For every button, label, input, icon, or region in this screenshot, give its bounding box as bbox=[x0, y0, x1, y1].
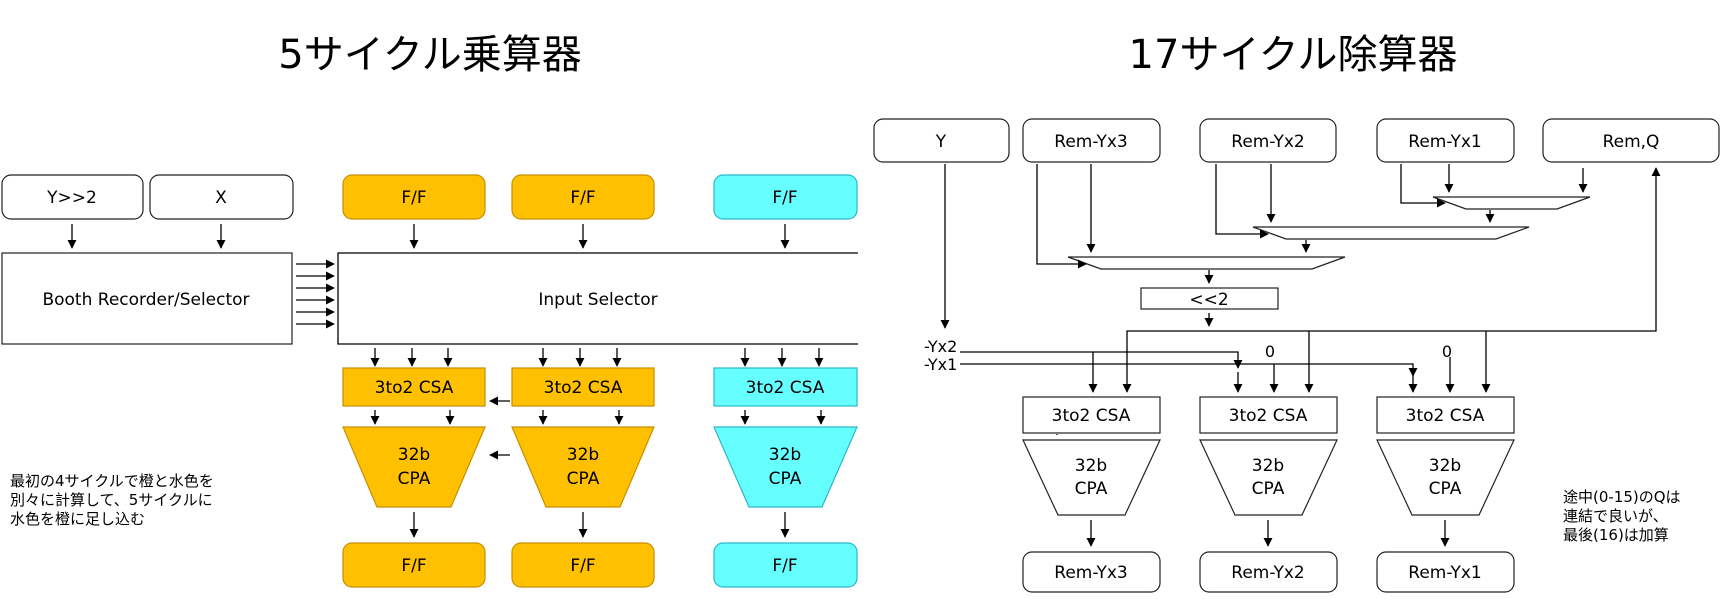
div-cpa-3-line1: 32b bbox=[1429, 456, 1461, 476]
ff-bottom-orange-2 bbox=[511, 542, 655, 588]
div-input-box-rem-q bbox=[1542, 118, 1720, 163]
ff-top-cyan bbox=[713, 174, 858, 220]
zero-label-1: 0 bbox=[1265, 342, 1275, 361]
input-box-y-shift bbox=[1, 174, 144, 220]
multiplier-note-line1: 最初の4サイクルで橙と水色を bbox=[10, 472, 214, 490]
ff-top-orange-1 bbox=[342, 174, 486, 220]
div-top-wiring bbox=[1036, 164, 1588, 284]
tap-label-yx1: -Yx1 bbox=[924, 355, 957, 374]
div-input-label-rem-yx2: Rem-Yx2 bbox=[1231, 132, 1304, 152]
shift-left-2-box bbox=[1140, 287, 1279, 310]
cpa-orange-2-line1: 32b bbox=[567, 445, 599, 465]
booth-to-selector-arrows bbox=[296, 259, 335, 329]
mux-stage1 bbox=[1067, 256, 1346, 270]
div-cpa-3 bbox=[1376, 439, 1515, 516]
divider-note-line1: 途中(0-15)のQは bbox=[1563, 488, 1681, 506]
mux-stage2 bbox=[1252, 226, 1530, 240]
mux-stage3 bbox=[1432, 196, 1591, 210]
div-csa-2 bbox=[1199, 396, 1338, 434]
cpa-cyan-line1: 32b bbox=[769, 445, 801, 465]
cpa-cyan-line2: CPA bbox=[769, 469, 802, 489]
div-cpa-3-line2: CPA bbox=[1429, 479, 1462, 499]
cpa-cyan bbox=[713, 426, 858, 508]
multiplier-note-line3: 水色を橙に足し込む bbox=[10, 510, 145, 528]
cpa-orange-2 bbox=[511, 426, 655, 508]
input-label-y-shift: Y>>2 bbox=[46, 188, 97, 208]
div-cpa-2-line1: 32b bbox=[1252, 456, 1284, 476]
ff-bottom-cyan bbox=[713, 542, 858, 588]
cpa-orange-1 bbox=[342, 426, 486, 508]
divider-section: 17サイクル除算器 Y Rem-Yx3 Rem-Yx2 Rem-Yx1 Rem,… bbox=[873, 32, 1720, 593]
div-input-label-rem-yx1: Rem-Yx1 bbox=[1408, 132, 1481, 152]
ff-top-cyan-label: F/F bbox=[772, 188, 797, 208]
div-input-box-y bbox=[873, 118, 1010, 163]
ff-top-orange-1-label: F/F bbox=[401, 188, 426, 208]
cpa-orange-1-line1: 32b bbox=[398, 445, 430, 465]
multiplier-note-line2: 別々に計算して、5サイクルに bbox=[10, 491, 213, 509]
booth-recorder-label: Booth Recorder/Selector bbox=[42, 290, 249, 310]
booth-recorder-box bbox=[1, 252, 293, 345]
ff-top-orange-2 bbox=[511, 174, 655, 220]
zero-label-2: 0 bbox=[1442, 342, 1452, 361]
cpa-orange-2-line2: CPA bbox=[567, 469, 600, 489]
div-output-label-rem-yx2: Rem-Yx2 bbox=[1231, 563, 1304, 583]
selector-to-csa-arrows bbox=[370, 348, 824, 367]
shift-left-2-label: <<2 bbox=[1189, 290, 1228, 310]
div-cpa-1 bbox=[1022, 439, 1161, 516]
ff-bottom-orange-1 bbox=[342, 542, 486, 588]
input-selector-box bbox=[337, 252, 858, 345]
ff-bottom-cyan-label: F/F bbox=[772, 556, 797, 576]
div-input-box-rem-yx3 bbox=[1022, 118, 1161, 163]
div-cpa-1-line2: CPA bbox=[1075, 479, 1108, 499]
input-label-x: X bbox=[215, 188, 227, 208]
div-bus-wiring bbox=[940, 164, 1661, 393]
divider-title: 17サイクル除算器 bbox=[1129, 32, 1458, 78]
ff-top-orange-2-label: F/F bbox=[570, 188, 595, 208]
tap-label-yx2: -Yx2 bbox=[924, 337, 957, 356]
div-csa-2-label: 3to2 CSA bbox=[1229, 406, 1308, 426]
csa-cyan bbox=[713, 367, 858, 407]
div-cpa-2-line2: CPA bbox=[1252, 479, 1285, 499]
div-output-label-rem-yx3: Rem-Yx3 bbox=[1054, 563, 1127, 583]
multiplier-title: 5サイクル乗算器 bbox=[278, 32, 581, 78]
div-output-box-rem-yx2 bbox=[1199, 551, 1338, 593]
csa-to-cpa-arrows bbox=[370, 410, 826, 425]
csa-cyan-label: 3to2 CSA bbox=[746, 378, 825, 398]
div-output-box-rem-yx1 bbox=[1376, 551, 1515, 593]
div-output-label-rem-yx1: Rem-Yx1 bbox=[1408, 563, 1481, 583]
csa-orange-1-label: 3to2 CSA bbox=[375, 378, 454, 398]
divider-note-line3: 最後(16)は加算 bbox=[1563, 526, 1669, 544]
div-csa-3 bbox=[1376, 396, 1515, 434]
div-cpa-2 bbox=[1199, 439, 1338, 516]
div-input-box-rem-yx1 bbox=[1376, 118, 1515, 163]
csa-orange-2-label: 3to2 CSA bbox=[544, 378, 623, 398]
div-input-label-y: Y bbox=[935, 132, 947, 152]
div-input-label-rem-yx3: Rem-Yx3 bbox=[1054, 132, 1127, 152]
divider-note-line2: 連結で良いが、 bbox=[1563, 507, 1668, 525]
div-csa-1-label: 3to2 CSA bbox=[1052, 406, 1131, 426]
csa-orange-1 bbox=[342, 367, 486, 407]
div-output-box-rem-yx3 bbox=[1022, 551, 1161, 593]
ff-bottom-orange-1-label: F/F bbox=[401, 556, 426, 576]
input-selector-label: Input Selector bbox=[538, 290, 657, 310]
ff-bottom-orange-2-label: F/F bbox=[570, 556, 595, 576]
div-csa-1 bbox=[1022, 396, 1161, 434]
csa-orange-2 bbox=[511, 367, 655, 407]
div-csa-3-label: 3to2 CSA bbox=[1406, 406, 1485, 426]
cpa-orange-1-line2: CPA bbox=[398, 469, 431, 489]
multiplier-section: 5サイクル乗算器 Y>>2 X Booth Recorder/Selector … bbox=[1, 32, 858, 588]
div-input-label-rem-q: Rem,Q bbox=[1603, 132, 1660, 152]
input-box-x bbox=[149, 174, 294, 220]
div-input-box-rem-yx2 bbox=[1199, 118, 1337, 163]
div-cpa-1-line1: 32b bbox=[1075, 456, 1107, 476]
